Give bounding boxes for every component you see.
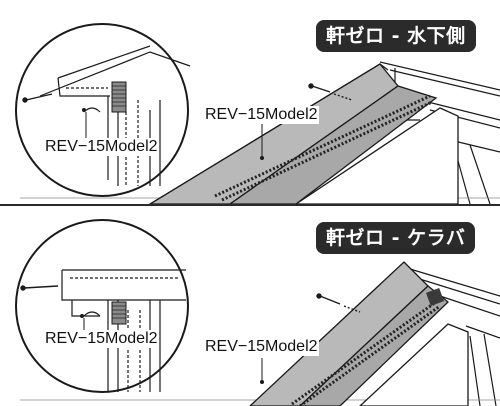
detail-inset-circle: [15, 219, 189, 393]
screw-icon: [316, 293, 361, 313]
panel-title-badge: 軒ゼロ - 水下側: [316, 20, 476, 52]
eave-downslope-panel: 軒ゼロ - 水下側 REV−15Model2 REV−15Model2: [15, 20, 500, 204]
inset-callout-label: REV−15Model2: [44, 330, 159, 348]
eave-downslope-illustration: [15, 23, 500, 204]
inset-callout-label: REV−15Model2: [44, 138, 159, 156]
vent-slots: [214, 94, 433, 202]
screw-icon: [308, 83, 353, 101]
eave-gable-illustration: [15, 219, 500, 406]
detail-inset-circle: [15, 23, 189, 197]
panel-title-badge: 軒ゼロ - ケラバ: [316, 222, 476, 254]
panel-divider: [0, 204, 500, 206]
main-callout-label: REV−15Model2: [204, 106, 319, 124]
eave-gable-panel: 軒ゼロ - ケラバ REV−15Model2 REV−15Model2: [0, 206, 500, 406]
main-callout-label: REV−15Model2: [204, 338, 319, 356]
